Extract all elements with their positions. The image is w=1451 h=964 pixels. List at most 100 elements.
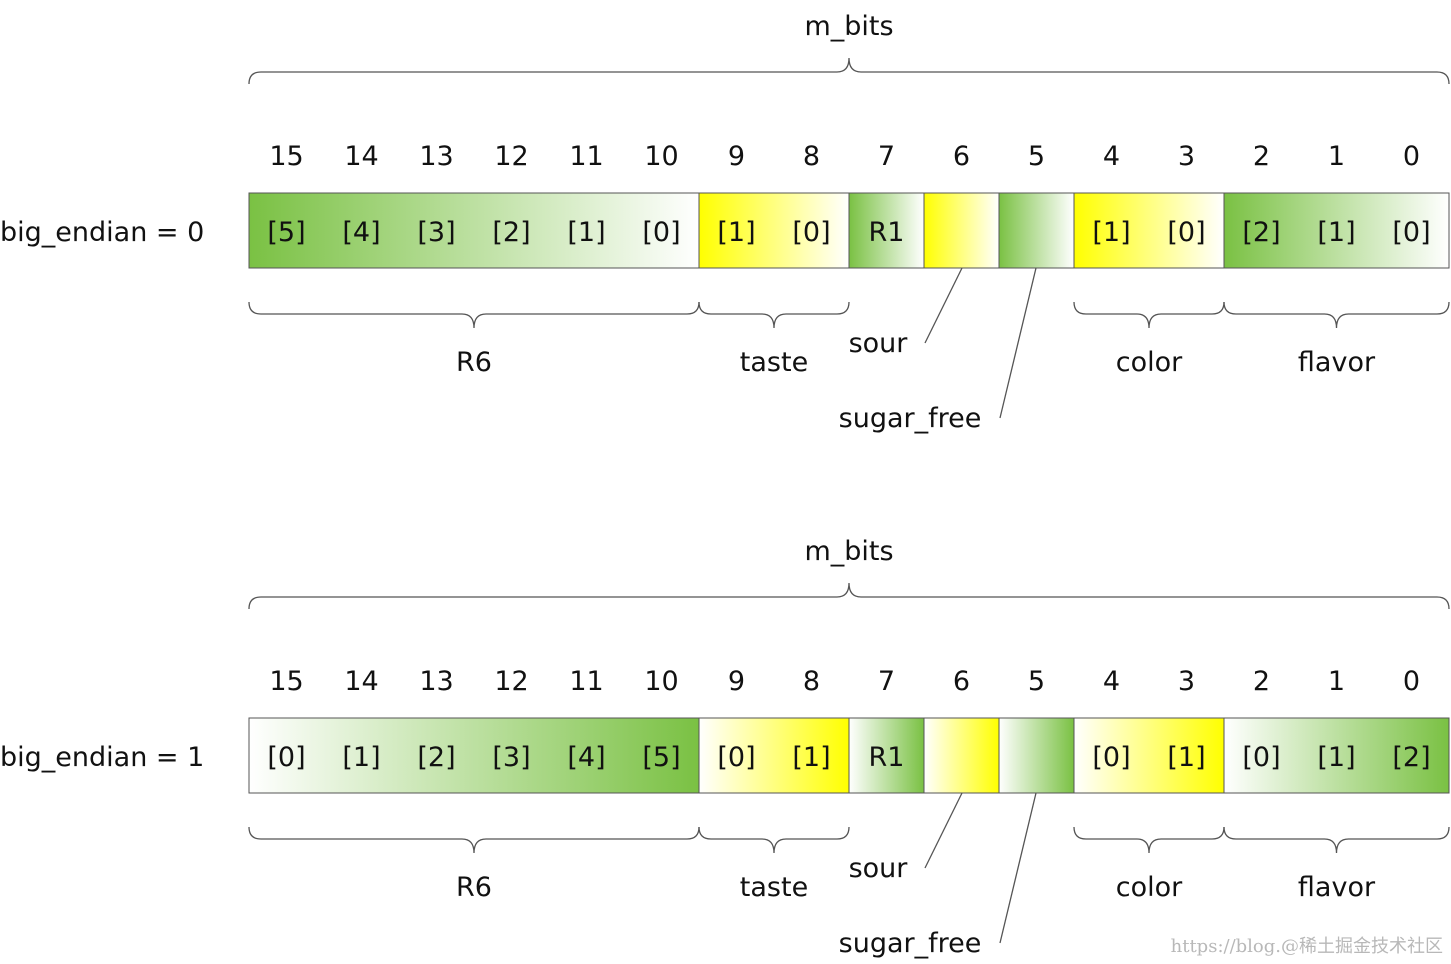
field-label-taste: taste bbox=[740, 872, 808, 903]
field-label-R6: R6 bbox=[456, 347, 492, 378]
field-color-brace bbox=[1073, 826, 1225, 854]
bit-cell-label: [1] bbox=[1317, 742, 1355, 773]
bit-cell-label: [1] bbox=[1092, 217, 1130, 248]
field-R1-box bbox=[848, 717, 925, 794]
bit-cell-label: [0] bbox=[792, 217, 830, 248]
bit-number: 15 bbox=[269, 141, 303, 172]
bit-number: 6 bbox=[953, 666, 970, 697]
bit-number: 5 bbox=[1028, 141, 1045, 172]
bit-cell-label: [1] bbox=[342, 742, 380, 773]
field-taste-brace bbox=[698, 826, 850, 854]
field-sour-box bbox=[923, 192, 1000, 269]
bit-cell-label: [0] bbox=[1242, 742, 1280, 773]
bit-number: 7 bbox=[878, 666, 895, 697]
field-flavor-box bbox=[1223, 192, 1450, 269]
bit-number: 10 bbox=[644, 141, 678, 172]
bit-number: 5 bbox=[1028, 666, 1045, 697]
bit-number: 13 bbox=[419, 141, 453, 172]
field-label-flavor: flavor bbox=[1298, 872, 1376, 903]
bit-number: 9 bbox=[728, 666, 745, 697]
bit-number: 14 bbox=[344, 666, 378, 697]
bit-cell-label: [0] bbox=[267, 742, 305, 773]
bit-cell-label: [0] bbox=[1092, 742, 1130, 773]
bit-cell-label: [0] bbox=[642, 217, 680, 248]
field-label-sour: sour bbox=[849, 853, 909, 884]
field-R1-box bbox=[848, 192, 925, 269]
field-label-taste: taste bbox=[740, 347, 808, 378]
bit-number: 3 bbox=[1178, 666, 1195, 697]
watermark: https://blog.@稀土掘金技术社区 bbox=[1170, 936, 1443, 957]
bit-cell-label: [1] bbox=[717, 217, 755, 248]
bit-number: 8 bbox=[803, 666, 820, 697]
bit-number: 4 bbox=[1103, 141, 1120, 172]
bit-number: 2 bbox=[1253, 666, 1270, 697]
field-R6-brace bbox=[248, 301, 700, 329]
bit-cell-label: [5] bbox=[642, 742, 680, 773]
bit-number: 2 bbox=[1253, 141, 1270, 172]
bit-cell-label: [1] bbox=[792, 742, 830, 773]
bit-cell-label: [3] bbox=[492, 742, 530, 773]
bit-number: 7 bbox=[878, 141, 895, 172]
field-R6-box bbox=[248, 717, 700, 794]
bit-number: 12 bbox=[494, 141, 528, 172]
bit-cell-label: [5] bbox=[267, 217, 305, 248]
field-R6-brace bbox=[248, 826, 700, 854]
bit-number: 9 bbox=[728, 141, 745, 172]
bit-cell-label: [2] bbox=[1392, 742, 1430, 773]
bit-number: 14 bbox=[344, 141, 378, 172]
bit-cell-label: [0] bbox=[717, 742, 755, 773]
field-label-flavor: flavor bbox=[1298, 347, 1376, 378]
bit-cell-label: [4] bbox=[567, 742, 605, 773]
bit-number: 1 bbox=[1328, 141, 1345, 172]
field-flavor-brace bbox=[1223, 301, 1450, 329]
field-sugar_free-box bbox=[998, 717, 1075, 794]
bit-cell-label: [0] bbox=[1167, 217, 1205, 248]
bit-number: 10 bbox=[644, 666, 678, 697]
register-title: m_bits bbox=[804, 11, 893, 42]
field-flavor-box bbox=[1223, 717, 1450, 794]
bit-cell-label: [3] bbox=[417, 217, 455, 248]
bit-number: 11 bbox=[569, 141, 603, 172]
bit-number: 11 bbox=[569, 666, 603, 697]
endian-label: big_endian = 1 bbox=[0, 742, 204, 773]
bit-cell-label: [4] bbox=[342, 217, 380, 248]
field-label-sugar-free: sugar_free bbox=[839, 403, 982, 434]
field-taste-box bbox=[698, 717, 850, 794]
field-sugar_free-box bbox=[998, 192, 1075, 269]
bit-number: 3 bbox=[1178, 141, 1195, 172]
field-taste-brace bbox=[698, 301, 850, 329]
sour-leader-line bbox=[924, 792, 963, 869]
field-flavor-brace bbox=[1223, 826, 1450, 854]
field-color-box bbox=[1073, 192, 1225, 269]
field-color-brace bbox=[1073, 301, 1225, 329]
bit-cell-label: R1 bbox=[869, 742, 905, 773]
bit-number: 0 bbox=[1403, 141, 1420, 172]
bit-number: 12 bbox=[494, 666, 528, 697]
bit-number: 15 bbox=[269, 666, 303, 697]
field-label-sour: sour bbox=[849, 328, 909, 359]
field-label-R6: R6 bbox=[456, 872, 492, 903]
bit-number: 8 bbox=[803, 141, 820, 172]
field-R6-box bbox=[248, 192, 700, 269]
bit-cell-label: [0] bbox=[1392, 217, 1430, 248]
bit-cell-label: [2] bbox=[492, 217, 530, 248]
field-sour-box bbox=[923, 717, 1000, 794]
bit-cell-label: [1] bbox=[567, 217, 605, 248]
register-title: m_bits bbox=[804, 536, 893, 567]
bit-cell-label: [2] bbox=[417, 742, 455, 773]
sour-leader-line bbox=[924, 267, 963, 344]
register-brace bbox=[248, 582, 1450, 610]
endian-label: big_endian = 0 bbox=[0, 217, 204, 248]
bit-cell-label: [2] bbox=[1242, 217, 1280, 248]
bit-cell-label: [1] bbox=[1317, 217, 1355, 248]
bit-cell-label: R1 bbox=[869, 217, 905, 248]
bit-number: 6 bbox=[953, 141, 970, 172]
field-label-color: color bbox=[1116, 347, 1183, 378]
bit-cell-label: [1] bbox=[1167, 742, 1205, 773]
sugar-free-leader-line bbox=[999, 792, 1037, 944]
field-taste-box bbox=[698, 192, 850, 269]
bit-number: 0 bbox=[1403, 666, 1420, 697]
bit-number: 4 bbox=[1103, 666, 1120, 697]
